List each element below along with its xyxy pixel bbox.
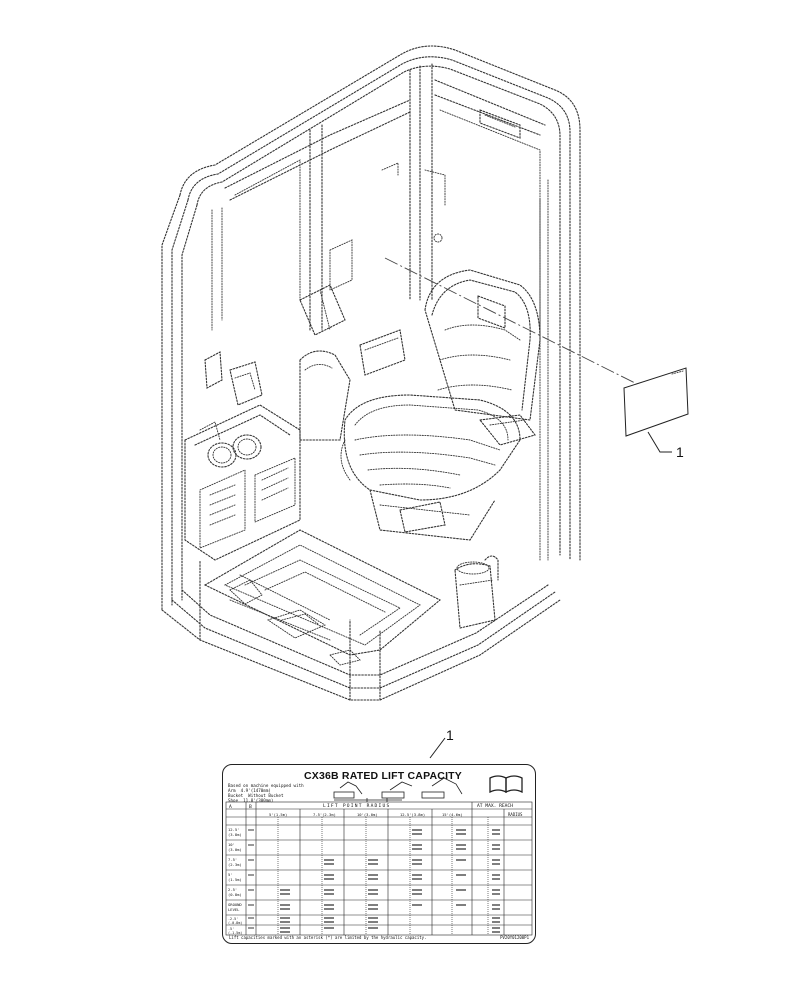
right-storage-box bbox=[454, 555, 499, 629]
operator-seat bbox=[340, 269, 541, 541]
decal-exploded bbox=[384, 257, 689, 759]
lift-capacity-decal: CX36B RATED LIFT CAPACITY Based on machi… bbox=[222, 764, 536, 944]
table-col-b: B bbox=[249, 805, 252, 810]
height-row-8: -5' (-1.5m) bbox=[228, 927, 243, 935]
height-row-4: 5' (1.5m) bbox=[228, 872, 242, 882]
callout-label-decal-view: 1 bbox=[676, 444, 684, 460]
decal-machine-notes: Based on machine equipped with Arm 4.9'(… bbox=[228, 783, 304, 803]
table-value-marks bbox=[247, 828, 500, 933]
decal-table-lines bbox=[225, 774, 532, 935]
radius-col-4: 12.5'(3.8m) bbox=[400, 812, 426, 817]
decal-footnote: Lift capacities marked with an asterisk … bbox=[229, 935, 427, 940]
height-row-1: 12.5' (3.8m) bbox=[228, 827, 242, 837]
table-header-radius: RADIUS bbox=[508, 812, 523, 817]
table-header-max-reach: AT MAX. REACH bbox=[477, 803, 513, 809]
radius-col-2: 7.5'(2.3m) bbox=[313, 812, 336, 817]
height-row-3: 7.5' (2.3m) bbox=[228, 857, 242, 867]
decal-title: CX36B RATED LIFT CAPACITY bbox=[303, 770, 463, 782]
height-row-7: -2.5' (-0.8m) bbox=[228, 917, 243, 925]
excavator-lift-icons bbox=[333, 777, 462, 802]
cab-frame bbox=[161, 45, 581, 701]
height-row-6: GROUND LEVEL bbox=[228, 902, 242, 912]
height-row-2: 10' (3.0m) bbox=[228, 842, 242, 852]
left-console bbox=[184, 351, 301, 561]
callout-label-decal-detail: 1 bbox=[446, 727, 454, 743]
radius-col-1: 5'(1.5m) bbox=[269, 812, 288, 817]
table-col-a: A bbox=[229, 805, 232, 810]
radius-col-3: 10'(3.0m) bbox=[357, 812, 378, 817]
control-levers bbox=[299, 284, 406, 441]
table-header-lift-point-radius: LIFT POINT RADIUS bbox=[323, 803, 391, 809]
manual-book-icon bbox=[488, 774, 523, 793]
floor-mat bbox=[203, 529, 441, 666]
height-row-5: 2.5' (0.8m) bbox=[228, 887, 242, 897]
radius-col-5: 15'(4.6m) bbox=[442, 812, 463, 817]
decal-part-code: PV20Y01200P1 bbox=[500, 935, 529, 940]
